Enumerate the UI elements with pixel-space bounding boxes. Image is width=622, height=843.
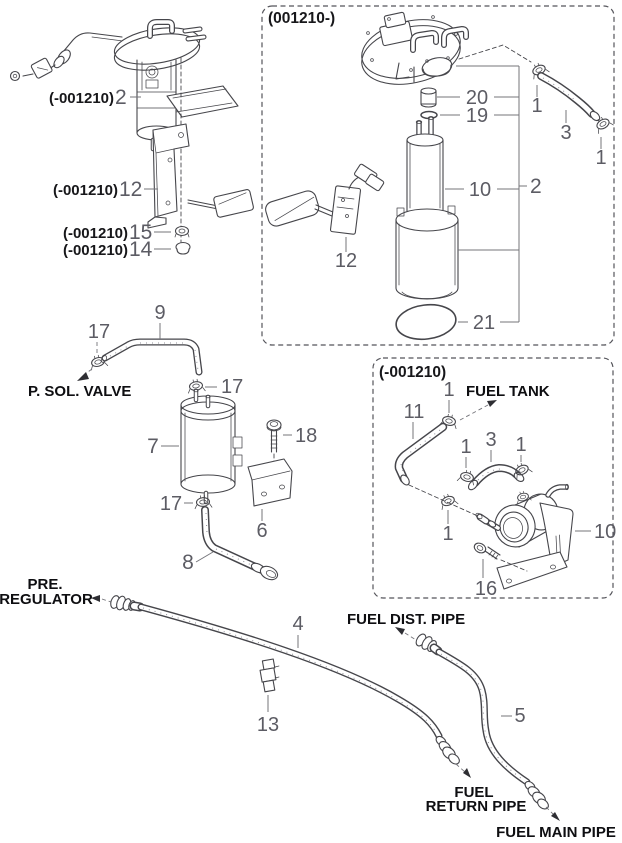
callout-number-1: 1	[442, 523, 453, 545]
callout-number-5: 5	[514, 705, 525, 727]
bracket-6	[247, 458, 293, 507]
harness-connector	[30, 57, 53, 79]
pump-box-new: (001210-)	[261, 5, 615, 346]
callout-number-1: 1	[595, 147, 606, 169]
p-sol-valve-label: P. SOL. VALVE	[28, 383, 131, 400]
dashed-box-border	[372, 357, 614, 599]
callout-number-21: 21	[473, 312, 495, 334]
callout-number-4: 4	[292, 613, 303, 635]
callout-number-3: 3	[560, 122, 571, 144]
callout-number-2: 2	[530, 175, 542, 198]
callout-number-1: 1	[531, 95, 542, 117]
canister-group-callouts: 17 9 P. SOL. VALVE 17 7 18 6 17 8	[28, 302, 317, 574]
fuel-pipes-callouts: PRE. REGULATOR 4 13 FUEL DIST. PIPE 5 FU…	[0, 576, 616, 841]
callout-number-2: 2	[115, 86, 127, 109]
float-box	[213, 189, 254, 218]
callout-number-17: 17	[160, 493, 182, 515]
fuel-pipes-drawing	[91, 595, 560, 821]
part-21-gasket	[395, 303, 457, 341]
fuel-pump-module-old-drawing	[9, 19, 254, 255]
fuel-tank-label: FUEL TANK	[466, 383, 550, 400]
float-sensor	[265, 190, 320, 227]
fuel-return-pipe-label-line1: FUEL	[454, 784, 493, 801]
mounting-plate	[166, 85, 239, 118]
callout-prefix: (-001210)	[53, 182, 118, 199]
callout-number-14: 14	[129, 238, 153, 261]
tank-box-callouts: 1 FUEL TANK 11 1 3 1 1 10 16	[404, 379, 617, 600]
nut-15	[174, 225, 190, 237]
callout-number-10: 10	[594, 521, 616, 543]
dashed-box-border	[261, 5, 615, 346]
pump-bracket	[152, 123, 190, 218]
clamp-1	[437, 491, 459, 511]
callout-number-16: 16	[475, 578, 497, 600]
callout-number-19: 19	[466, 105, 488, 127]
tank-box-old: (-001210)	[372, 357, 614, 599]
pre-regulator-label-line1: PRE.	[27, 576, 62, 593]
callout-number-17: 17	[221, 376, 243, 398]
pump-bracket	[539, 502, 574, 568]
callout-number-10: 10	[469, 179, 491, 201]
ring-terminal	[9, 70, 21, 82]
canister-group-drawing	[77, 338, 293, 581]
callout-number-9: 9	[154, 302, 165, 324]
callout-number-1: 1	[515, 434, 526, 456]
pump-box-new-callouts: 20 19 10 2 1 3 1 12 21	[335, 85, 607, 334]
callout-prefix: (-001210)	[63, 242, 128, 259]
callout-number-6: 6	[256, 520, 267, 542]
callout-number-17: 17	[88, 321, 110, 343]
callout-number-3: 3	[485, 429, 496, 451]
callout-number-7: 7	[147, 435, 159, 458]
fuel-dist-pipe-label: FUEL DIST. PIPE	[347, 611, 465, 628]
pre-regulator-label-line2: REGULATOR	[0, 591, 93, 608]
callout-number-12: 12	[335, 250, 357, 272]
fuel-main-pipe-label: FUEL MAIN PIPE	[496, 824, 616, 841]
callout-number-1: 1	[460, 436, 471, 458]
callout-number-12: 12	[119, 178, 142, 201]
callout-number-13: 13	[257, 714, 279, 736]
callout-number-8: 8	[182, 551, 194, 574]
callout-number-18: 18	[295, 425, 317, 447]
callout-prefix: (-001210)	[49, 90, 114, 107]
bolt-16	[473, 542, 487, 554]
fuel-pump-new	[406, 133, 444, 147]
fuel-return-pipe-label-line2: RETURN PIPE	[426, 798, 527, 815]
callout-number-20: 20	[466, 87, 488, 109]
callout-number-11: 11	[404, 401, 425, 423]
fuel-pump-module-old-callouts: (-001210) 2 (-001210) 12 (-001210) 15 (-…	[49, 86, 171, 261]
box-header: (-001210)	[379, 364, 446, 381]
callout-prefix: (-001210)	[63, 225, 128, 242]
pipe-clip-13	[259, 658, 280, 693]
callout-number-1: 1	[443, 379, 454, 401]
callout-number-15: 15	[129, 221, 152, 244]
box-header: (001210-)	[268, 10, 335, 27]
